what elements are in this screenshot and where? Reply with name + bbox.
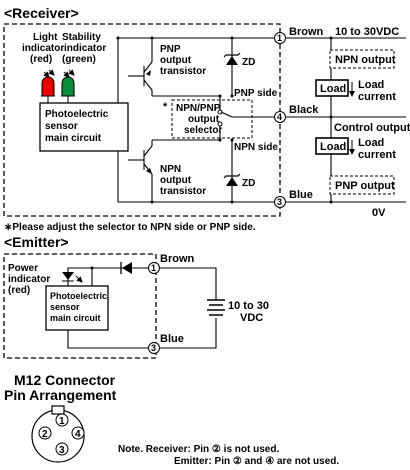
emitter-diode-icon (120, 262, 132, 274)
svg-text:4: 4 (277, 112, 282, 122)
zener-diode-bottom-icon (223, 173, 241, 186)
svg-text:3: 3 (151, 343, 156, 353)
connector-note-line-2: Emitter: Pin ② and ④ are not used. (174, 456, 339, 467)
stability-indicator-label-3: (green) (62, 54, 96, 65)
power-indicator-label-2: indicator (8, 274, 50, 285)
emitter-housing (3, 253, 157, 359)
battery-icon (207, 299, 225, 316)
emitter-wire-blue-label: Blue (160, 333, 184, 345)
wire-brown-label: Brown (289, 26, 324, 38)
svg-text:3: 3 (277, 197, 282, 207)
zero-volt-label: 0V (372, 207, 386, 219)
pnp-label-3: transistor (160, 66, 206, 77)
emitter-pin-1: 1 (148, 262, 160, 274)
receiver-pin-1: 1 (274, 32, 286, 44)
pnp-output-label: PNP output (335, 180, 395, 192)
selector-note: ∗Please adjust the selector to NPN side … (4, 222, 256, 233)
selector-box (171, 99, 253, 139)
emitter-supply-label-2: VDC (240, 312, 263, 324)
npn-output-box (329, 49, 395, 69)
connector-note-line-1: Note. Receiver: Pin ② is not used. (118, 444, 279, 455)
load-current-pnp-label-2: current (358, 149, 396, 161)
connector-pin-1: 1 (55, 413, 69, 427)
light-indicator-label-3: (red) (30, 54, 52, 65)
selector-label-1: NPN/PNP (176, 103, 221, 114)
emitter-main-circuit-label-1: Photoelectric (50, 291, 107, 301)
load-current-pnp-label-1: Load (358, 137, 384, 149)
pnp-label-1: PNP (160, 44, 181, 55)
control-output-label: Control output (334, 122, 410, 134)
receiver-main-circuit-label-3: main circuit (45, 133, 102, 144)
light-indicator-label-2: indicator (22, 43, 64, 54)
emitter-main-circuit-box (45, 285, 109, 331)
load-npn-label: Load (320, 83, 346, 95)
emitter-main-circuit-label-3: main circuit (50, 313, 101, 323)
stability-indicator-label-2: indicator (64, 43, 106, 54)
load-current-npn-label-1: Load (358, 79, 384, 91)
npn-label-1: NPN (160, 164, 181, 175)
load-current-npn-label-2: current (358, 91, 396, 103)
svg-text:1: 1 (151, 263, 156, 273)
wire-blue-label: Blue (289, 189, 313, 201)
receiver-main-circuit-label-2: sensor (45, 121, 78, 132)
svg-text:4: 4 (75, 429, 81, 440)
stability-indicator-label-1: Stability (62, 32, 101, 43)
power-indicator-label-1: Power (8, 263, 38, 274)
pnp-output-box (329, 175, 395, 195)
connector-pin-2: 2 (38, 426, 52, 440)
emitter-main-circuit-label-2: sensor (50, 302, 80, 312)
receiver-main-circuit-label-1: Photoelectric (45, 109, 109, 120)
light-indicator-label-1: Light (33, 32, 58, 43)
svg-text:3: 3 (59, 445, 65, 456)
connector-pin-3: 3 (55, 442, 69, 456)
npn-label-2: output (160, 175, 192, 186)
receiver-pin-3: 3 (274, 196, 286, 208)
connector-title-2: Pin Arrangement (4, 387, 117, 403)
connector-title-1: M12 Connector (14, 372, 116, 388)
pnp-arrow-icon (146, 70, 151, 76)
npn-output-label: NPN output (335, 54, 396, 66)
wire-black-label: Black (289, 104, 319, 116)
emitter-title: <Emitter> (4, 234, 69, 250)
load-box-npn (315, 79, 349, 97)
green-led-icon (61, 69, 75, 97)
svg-text:1: 1 (277, 33, 282, 43)
load-pnp-label: Load (320, 141, 346, 153)
receiver-pin-4: 4 (274, 111, 286, 123)
pnp-label-2: output (160, 55, 192, 66)
receiver-title: <Receiver> (4, 5, 79, 21)
red-led-icon (41, 69, 55, 97)
connector-pin-4: 4 (71, 426, 85, 440)
emitter-wire-brown-label: Brown (160, 253, 195, 265)
receiver-main-circuit-box (39, 102, 129, 152)
power-indicator-label-3: (red) (8, 285, 30, 296)
pnp-side-label: PNP side (234, 88, 278, 99)
emitter-supply-label-1: 10 to 30 (228, 300, 269, 312)
npn-side-label: NPN side (234, 142, 278, 153)
zd-label-bottom: ZD (242, 178, 255, 189)
selector-label-2: output (188, 114, 220, 125)
npn-label-3: transistor (160, 186, 206, 197)
emitter-pin-3: 3 (148, 342, 160, 354)
m12-connector-icon: 1 2 3 4 (31, 405, 85, 463)
npn-arrow-icon (146, 168, 152, 174)
selector-asterisk: * (163, 101, 168, 113)
selector-label-3: selector (184, 125, 222, 136)
svg-text:1: 1 (59, 416, 65, 427)
zener-diode-top-icon (223, 52, 241, 65)
load-box-pnp (315, 137, 349, 155)
zd-label-top: ZD (242, 57, 255, 68)
svg-text:2: 2 (42, 429, 48, 440)
power-led-icon (62, 272, 83, 283)
supply-voltage-label: 10 to 30VDC (335, 26, 399, 38)
selector-switch-icon (217, 109, 233, 127)
